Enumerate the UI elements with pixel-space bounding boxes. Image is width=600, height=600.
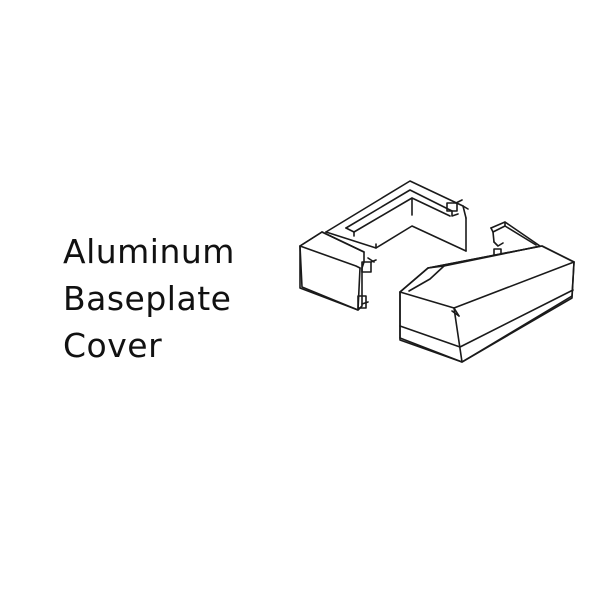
product-title: Aluminum Baseplate Cover xyxy=(63,228,235,369)
title-line-1: Aluminum xyxy=(63,232,235,271)
right-half-front-corner xyxy=(399,245,575,363)
baseplate-cover-icon xyxy=(299,180,575,363)
left-half-front-corner xyxy=(299,231,377,311)
left-half-back-frame xyxy=(325,180,469,252)
right-half-back-arm xyxy=(490,221,541,258)
title-line-3: Cover xyxy=(63,326,163,365)
title-line-2: Baseplate xyxy=(63,279,232,318)
